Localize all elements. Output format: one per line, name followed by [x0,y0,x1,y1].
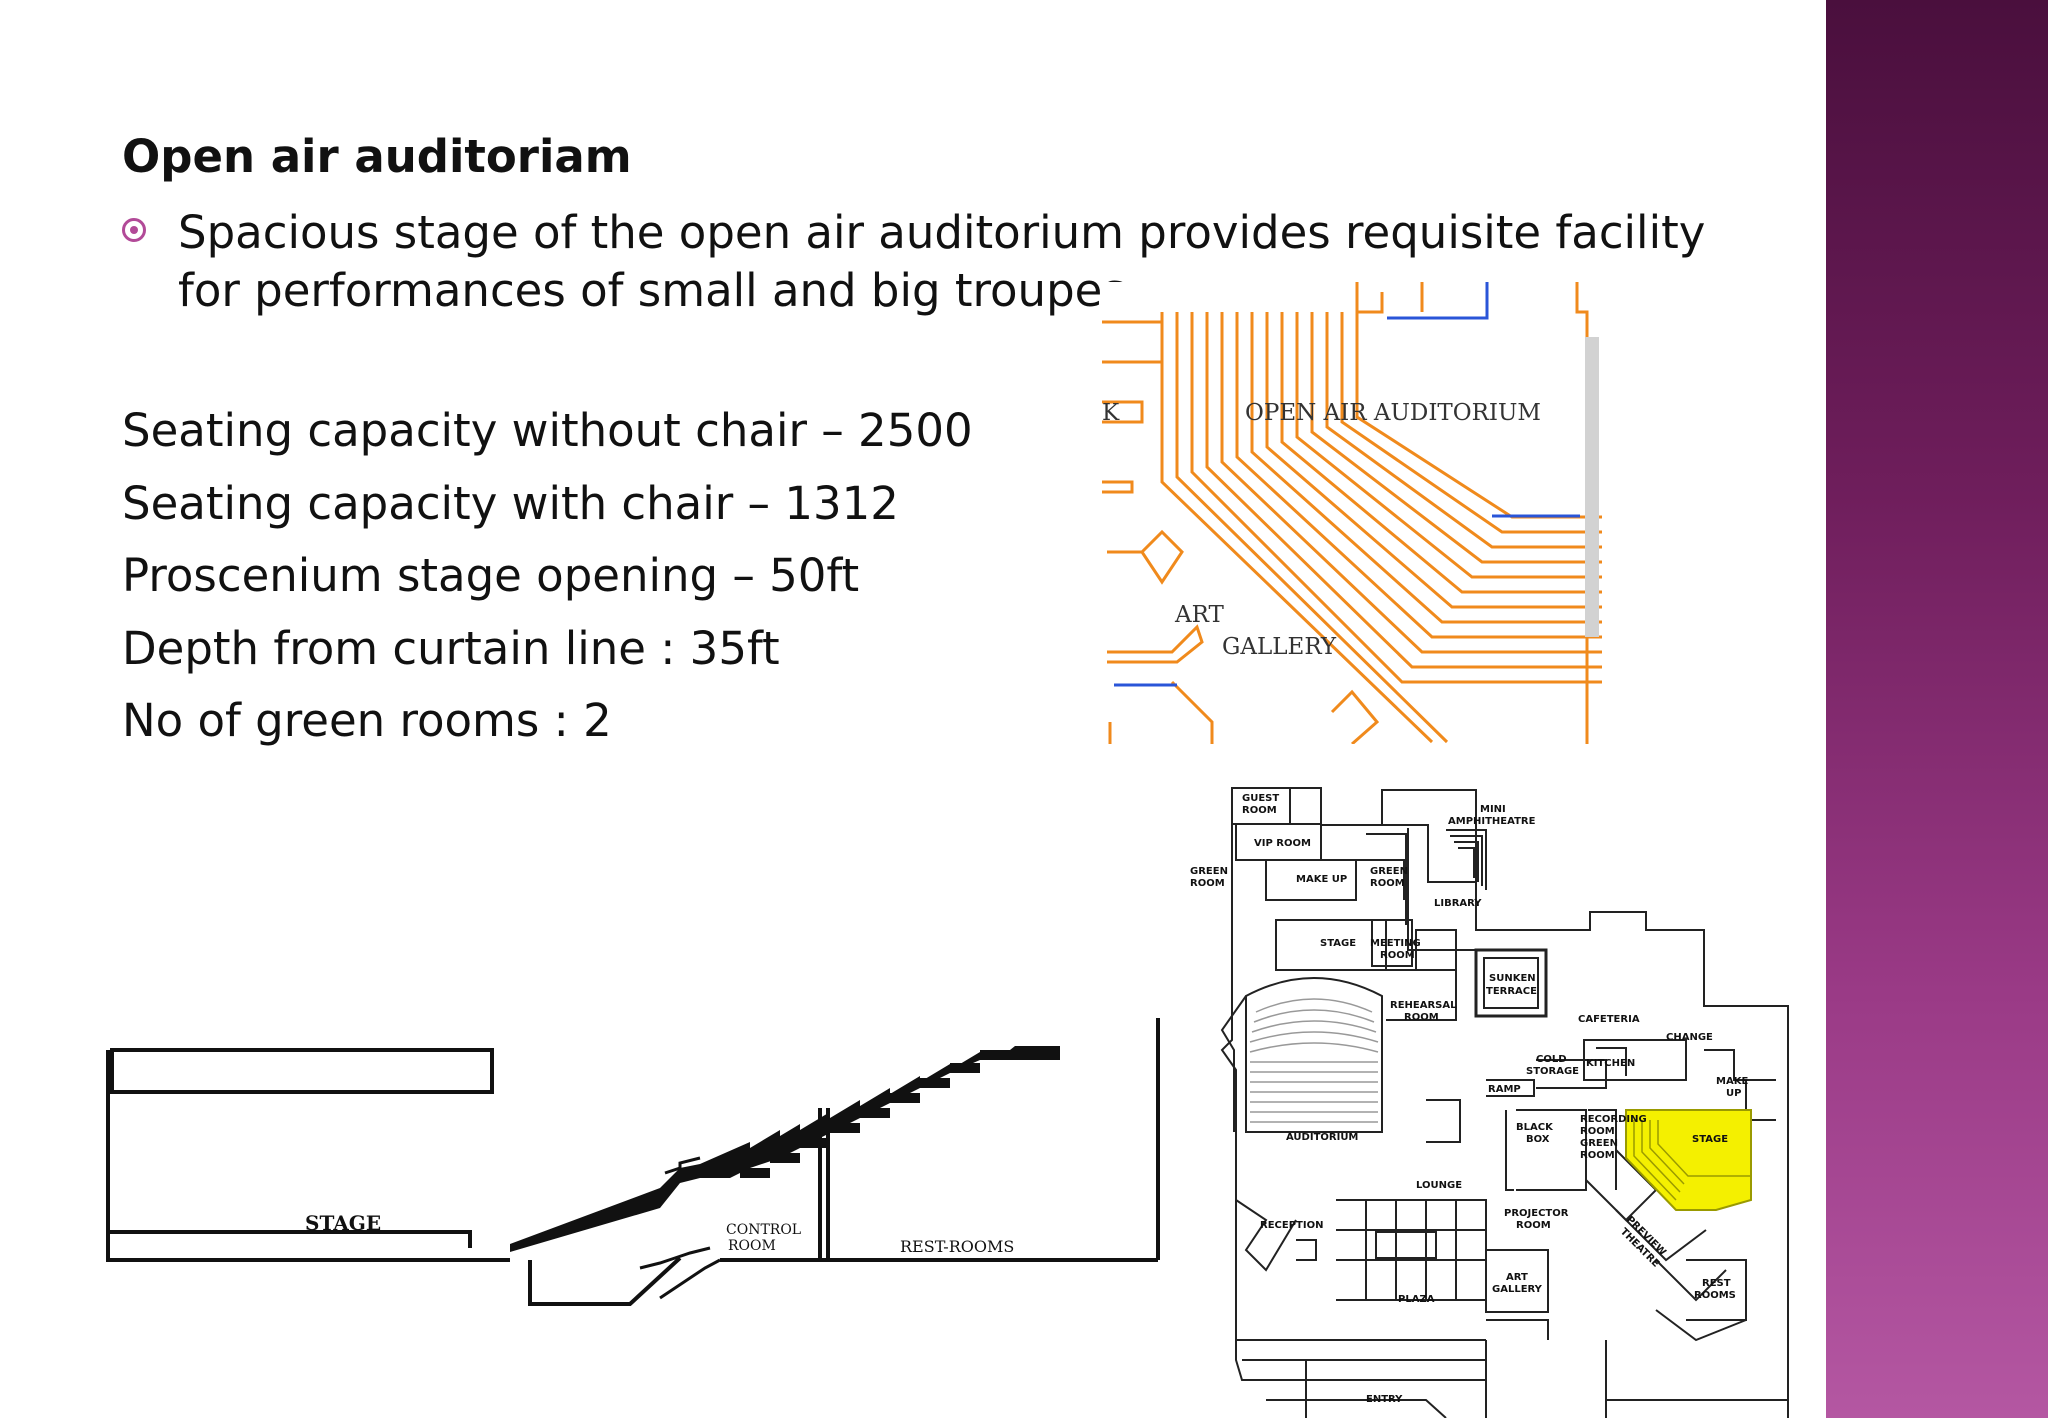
plan-label-mini: MINI [1480,804,1506,815]
plan-label-green-room-2: ROOM [1370,878,1405,889]
slide-heading: Open air auditoriam [122,130,632,183]
plan-label-entry: ENTRY [1366,1394,1403,1405]
plan-label-rooms: ROOMS [1694,1290,1736,1301]
plan-label-vip-room: VIP ROOM [1254,838,1311,849]
fact-green-rooms: No of green rooms : 2 [122,694,612,747]
plan-label-terrace: TERRACE [1486,986,1537,997]
plan-label-art: ART [1506,1272,1528,1283]
plan-label-amphitheatre: AMPHITHEATRE [1448,816,1536,827]
plan-label-green-2: GREEN [1370,866,1408,877]
plan-label-guest-room: ROOM [1242,805,1277,816]
plan-label-green: GREEN [1190,866,1228,877]
plan-label-meeting: MEETING [1370,938,1421,949]
fact-seating-with-chair: Seating capacity with chair – 1312 [122,476,899,530]
plan-label-green-room-3: ROOM [1580,1150,1615,1161]
plan-label-rehearsal: REHEARSAL [1390,1000,1457,1011]
section-label-control: CONTROL [726,1222,801,1238]
plan-label-up: UP [1726,1088,1741,1099]
section-label-room: ROOM [728,1238,776,1254]
plan-label-lounge: LOUNGE [1416,1180,1462,1191]
label-k: K [1102,400,1120,426]
plan-label-rest: REST [1702,1278,1731,1289]
plan-label-guest: GUEST [1242,793,1279,804]
plan-label-cold: COLD [1536,1054,1567,1065]
building-site-plan: GUEST ROOM VIP ROOM GREEN ROOM MAKE UP G… [1190,787,1789,1418]
bullet-icon [122,218,146,242]
plan-label-recording-room: ROOM [1580,1126,1615,1137]
plan-label-black: BLACK [1516,1122,1554,1133]
facts-list: Seating capacity without chair – 2500 Se… [122,402,973,765]
fact-stage-opening: Proscenium stage opening – 50ft [122,549,860,602]
plan-label-make: MAKE [1716,1076,1748,1087]
section-label-stage: STAGE [305,1211,381,1235]
plan-label-reception: RECEPTION [1260,1220,1323,1231]
decorative-sidebar [1826,0,2048,1418]
plan-label-green-room: ROOM [1190,878,1225,889]
plan-label-auditorium: AUDITORIUM [1286,1132,1358,1143]
plan-label-library: LIBRARY [1434,898,1482,909]
plan-label-storage: STORAGE [1526,1066,1579,1077]
fact-curtain-depth: Depth from curtain line : 35ft [122,621,780,675]
bullet-text: Spacious stage of the open air auditoriu… [178,206,1706,317]
plan-label-plaza: PLAZA [1398,1294,1435,1305]
label-art: ART [1174,602,1225,628]
plan-label-projector-room: ROOM [1516,1220,1551,1231]
plan-label-change: CHANGE [1666,1032,1713,1043]
label-open-air-auditorium: OPEN AIR AUDITORIUM [1245,400,1541,426]
plan-label-kitchen: KITCHEN [1586,1058,1635,1069]
plan-label-meeting-room: ROOM [1380,950,1415,961]
plan-label-rehearsal-room: ROOM [1404,1012,1439,1023]
plan-label-stage-highlight: STAGE [1692,1134,1728,1145]
section-label-rest-rooms: REST-ROOMS [900,1237,1014,1256]
label-gallery: GALLERY [1222,634,1337,660]
plan-label-gallery: GALLERY [1492,1284,1543,1295]
plan-label-recording: RECORDING [1580,1114,1647,1125]
plan-label-cafeteria: CAFETERIA [1578,1014,1640,1025]
plan-label-sunken: SUNKEN [1489,973,1536,984]
plan-label-projector: PROJECTOR [1504,1208,1569,1219]
auditorium-plan-detail: OPEN AIR AUDITORIUM ART GALLERY K [1102,282,1602,744]
plan-label-stage: STAGE [1320,938,1356,949]
plan-label-box: BOX [1526,1134,1550,1145]
plan-label-make-up: MAKE UP [1296,874,1347,885]
plan-label-green-3: GREEN [1580,1138,1618,1149]
auditorium-section-drawing: STAGE CONTROL ROOM REST-ROOMS [106,1018,1160,1306]
plan-label-ramp: RAMP [1488,1084,1521,1095]
fact-seating-without-chair: Seating capacity without chair – 2500 [122,404,973,457]
